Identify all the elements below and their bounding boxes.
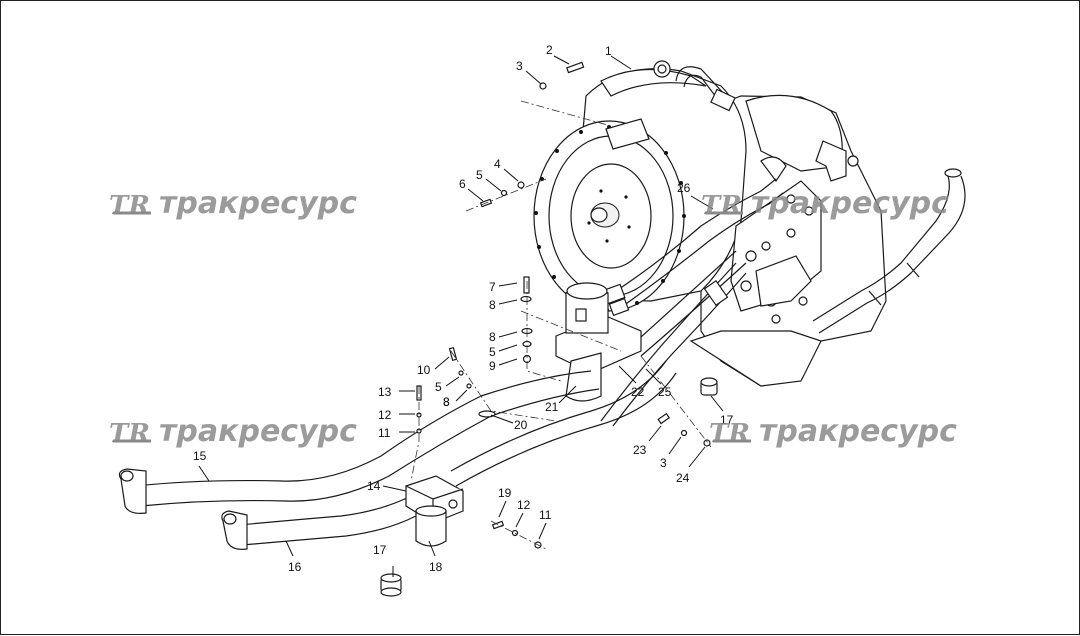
callout-8c: 8 xyxy=(443,395,450,409)
callout-25: 25 xyxy=(658,385,672,399)
callout-8b: 8 xyxy=(489,330,496,344)
watermark-logo: TR xyxy=(109,191,150,221)
fasteners xyxy=(416,61,711,549)
callout-20: 20 xyxy=(514,418,528,432)
callout-3: 3 xyxy=(516,59,523,73)
callout-18: 18 xyxy=(429,560,443,574)
filter-mount-21 xyxy=(555,282,642,402)
watermark-text: тракресурс xyxy=(159,186,357,221)
callout-14: 14 xyxy=(367,479,381,493)
fitting-17-upper xyxy=(700,377,718,396)
center-lines xyxy=(410,100,712,550)
callout-4: 4 xyxy=(494,157,501,171)
leader-lines xyxy=(198,55,724,577)
callout-9: 9 xyxy=(489,359,496,373)
watermark-left-top: TR тракресурс xyxy=(109,186,357,221)
hose-16 xyxy=(221,495,417,550)
callout-5c: 5 xyxy=(435,380,442,394)
callout-11: 11 xyxy=(378,426,391,440)
watermark-logo: TR xyxy=(709,419,750,449)
watermark-left-bottom: TR тракресурс xyxy=(109,414,357,449)
watermark-right-top: TR тракресурс xyxy=(701,186,949,221)
callout-2: 2 xyxy=(546,43,553,57)
watermark-text: тракресурс xyxy=(759,414,957,449)
callout-23: 23 xyxy=(633,443,647,457)
fitting-17-lower xyxy=(380,573,402,597)
watermark-text: тракресурс xyxy=(751,186,949,221)
callout-16: 16 xyxy=(288,560,302,574)
callout-17b: 17 xyxy=(373,543,387,557)
callout-1: 1 xyxy=(605,44,612,58)
callout-3b: 3 xyxy=(660,456,667,470)
watermark-logo: TR xyxy=(701,191,742,221)
watermark-right-bottom: TR тракресурс xyxy=(709,414,957,449)
callout-12b: 12 xyxy=(517,498,531,512)
callout-labels: 1 2 3 4 5 6 7 8 8 8 5 9 10 5 8 13 12 11 … xyxy=(193,43,734,574)
callout-5b: 5 xyxy=(489,345,496,359)
callout-11b: 11 xyxy=(539,508,552,522)
callout-24: 24 xyxy=(676,471,690,485)
transmission-assembly xyxy=(533,60,966,387)
hose-15 xyxy=(118,370,600,514)
callout-12: 12 xyxy=(378,408,392,422)
hose-group-upper xyxy=(450,178,784,487)
callout-6: 6 xyxy=(459,177,466,191)
callout-26: 26 xyxy=(677,181,691,195)
callout-7: 7 xyxy=(489,280,496,294)
callout-22: 22 xyxy=(631,385,645,399)
callout-10: 10 xyxy=(417,363,431,377)
watermark-logo: TR xyxy=(109,419,150,449)
watermark-text: тракресурс xyxy=(159,414,357,449)
callout-5: 5 xyxy=(476,168,483,182)
callout-15: 15 xyxy=(193,449,207,463)
callout-13: 13 xyxy=(378,385,392,399)
filter-head-14 xyxy=(405,475,464,547)
callout-8a: 8 xyxy=(489,298,496,312)
callout-17a: 17 xyxy=(720,413,734,427)
callout-8d: 8 xyxy=(443,395,450,409)
callout-19: 19 xyxy=(498,486,512,500)
callout-21: 21 xyxy=(545,400,559,414)
